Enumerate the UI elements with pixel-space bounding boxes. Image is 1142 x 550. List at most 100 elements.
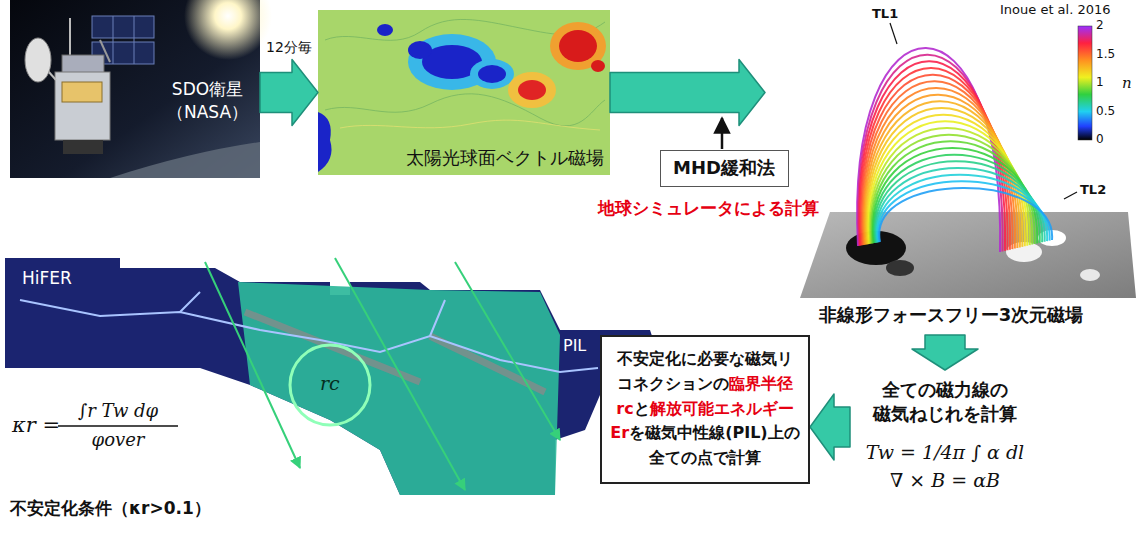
text-area: 非線形フォースフリー3次元磁場 [785,303,1117,327]
field-model-art-part [890,23,897,44]
flow-arrow [260,60,318,126]
field-model-art-part [800,212,1136,298]
field-model-art [800,23,1136,298]
satellite-photo-art-part [134,16,135,64]
satellite-photo-art-part [55,72,110,140]
radius-symbol: rc [320,372,340,395]
hifer-map-part [335,258,465,490]
magnetogram-art-part [325,94,605,126]
computation-note: 地球シミュレータによる計算 [598,198,819,218]
satellite-photo-art-part [63,140,103,154]
hifer-map-part [238,282,560,495]
node-text: 全ての磁力線の 磁気ねじれを計算 [854,378,1036,427]
formula-lhs: κr = [12,413,60,438]
node-text: を磁気中性線(PIL)上の全ての点で計算 [629,423,800,467]
edge-label: 12分毎 [264,39,314,56]
field-line-tag: TL1 [872,6,898,22]
twist-step: 全ての磁力線の 磁気ねじれを計算 Tw = 1/4π ∫ α dl ∇ × B = … [850,370,1040,496]
node-text: Tw = 1/4π ∫ α dl [854,441,1036,463]
node-text: ∇ × B = αB [854,469,1036,491]
colorbar-tick: 2 [1096,18,1104,32]
hifer-map-part [20,300,598,372]
citation: Inoue et al. 2016 [1000,2,1111,18]
satellite-photo-art [10,0,272,178]
magnetogram-art-part [591,60,605,72]
method-box: MHD緩和法 [660,150,789,187]
method-arrow [722,118,723,149]
magnetogram-art-part [508,72,556,108]
hifer-map-part [5,258,690,495]
magnetogram-art-part [518,80,546,100]
node-text: SDO衛星 （NASA） [160,78,255,124]
colorbar-tick: 0 [1096,132,1104,146]
satellite-photo-art-part [69,18,71,55]
text-area: MHD緩和法 [673,156,776,180]
node-text: 解放可能エネルギーEr [610,399,793,443]
method-arrow-part [721,118,724,149]
field-lines-part [876,168,1045,243]
field-lines [857,48,1052,252]
formula-numerator: ∫r Tw dφ [58,400,178,422]
map-title: HiFER [22,268,72,288]
formula-denominator: φover [58,429,178,451]
field-lines-part [865,95,1018,248]
magnetogram-art-part [318,10,610,175]
flow-arrow [912,335,978,370]
magnetogram-art-part [478,65,506,83]
node-text: 不安定化に必要な磁気リコネクションの [617,349,793,393]
field-model-art-part [1064,192,1077,199]
colorbar-tick: 0.5 [1096,104,1115,118]
node-text: MHD緩和法 [673,156,776,180]
field-lines-part [869,121,1028,245]
satellite-photo-art-part [184,0,272,60]
node-text: 臨界半径 rc [616,374,793,418]
colorbar-tick: 1 [1096,75,1104,89]
satellite-photo-art-part [62,82,102,102]
field-lines-part [870,128,1030,245]
satellite-photo: SDO衛星 （NASA） [10,0,260,178]
magnetogram-art-part [318,112,332,172]
text-area: 全ての磁力線の 磁気ねじれを計算 Tw = 1/4π ∫ α dl ∇ × B = … [854,378,1036,491]
field-model-art-part [886,260,914,276]
hifer-map-part [180,292,445,336]
hifer-map-part [290,345,370,425]
node-text: 非線形フォースフリー3次元磁場 [785,303,1117,327]
hifer-map-part [205,262,300,468]
result-box: 不安定化に必要な磁気リコネクションの臨界半径 rcと解放可能エネルギーErを磁気… [600,335,810,484]
satellite-photo-art-part [110,142,260,178]
satellite-photo-art-part [92,16,154,38]
flow-arrow [810,394,850,460]
magnetogram-art [318,10,610,175]
text-area: 不安定化に必要な磁気リコネクションの臨界半径 rcと解放可能エネルギーErを磁気… [610,347,800,471]
node-text: 太陽光球面ベクトル磁場 [358,146,604,170]
formula-fraction-bar [58,426,178,427]
field-lines-part [879,188,1052,242]
flow-arrow [610,60,765,126]
magnetogram-art-part [559,30,597,62]
field-model-art-part [1080,269,1100,281]
hifer-map [5,258,690,495]
condition-note: 不安定化条件（κr>0.1） [10,498,211,518]
colorbar-tick: 1.5 [1096,47,1115,61]
satellite-photo-art-part [113,16,114,64]
field-lines-part [878,181,1049,242]
text-area: SDO衛星 （NASA） [160,78,255,124]
satellite-photo-art-part [25,38,51,82]
field-model-art-part [1078,26,1092,140]
magnetogram-panel: 太陽光球面ベクトル磁場 [318,10,610,175]
colorbar-title: n [1122,74,1132,92]
hifer-map-part [455,262,560,440]
magnetogram-art-part [408,41,432,59]
formula-fraction-bar-part [58,425,178,427]
node-text: と [634,399,650,418]
field-line-tag: TL2 [1080,182,1106,198]
magnetogram-art-part [470,59,514,89]
satellite-photo-art-part [62,55,104,73]
magnetogram-art-part [340,120,600,130]
text-area: 太陽光球面ベクトル磁場 [358,146,604,170]
